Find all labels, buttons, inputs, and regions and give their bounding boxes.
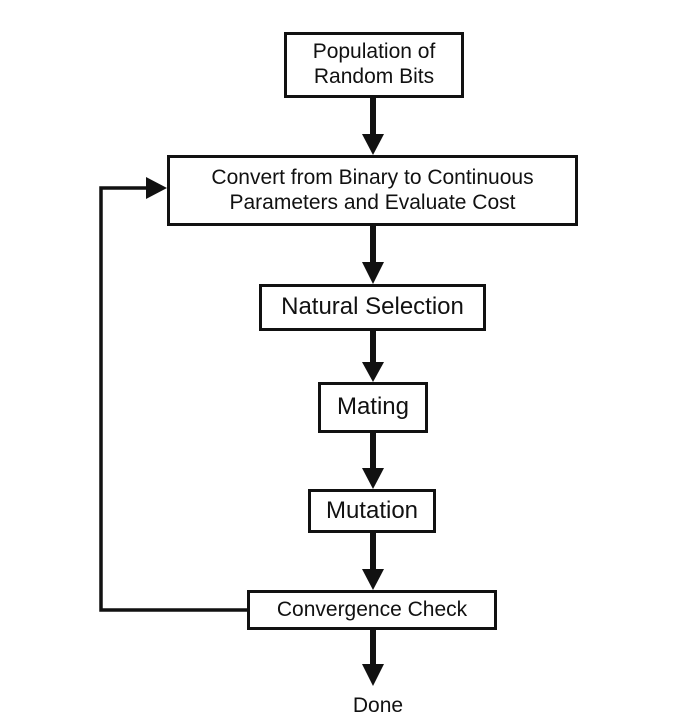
convergence-check-node: Convergence Check — [247, 590, 497, 630]
convergence-check-label: Convergence Check — [276, 597, 468, 621]
feedback-loop-arrow — [99, 177, 247, 612]
population-label: Population of Random Bits — [312, 40, 436, 88]
done-label: Done — [352, 694, 404, 717]
arrowhead-mating — [362, 362, 384, 382]
natural-selection-label: Natural Selection — [281, 293, 464, 321]
population-node: Population of Random Bits — [284, 32, 464, 98]
mutation-node: Mutation — [308, 489, 436, 533]
arrowhead-check — [362, 569, 384, 590]
mating-label: Mating — [336, 393, 410, 421]
arrowhead-selection — [362, 262, 384, 284]
convert-evaluate-node: Convert from Binary to Continuous Parame… — [167, 155, 578, 226]
arrowhead-mutation — [362, 468, 384, 489]
arrowhead-convert — [362, 134, 384, 155]
mutation-label: Mutation — [325, 496, 419, 524]
convert-evaluate-label: Convert from Binary to Continuous Parame… — [211, 165, 534, 214]
arrowhead-done — [362, 664, 384, 686]
natural-selection-node: Natural Selection — [259, 284, 486, 331]
mating-node: Mating — [318, 382, 428, 433]
